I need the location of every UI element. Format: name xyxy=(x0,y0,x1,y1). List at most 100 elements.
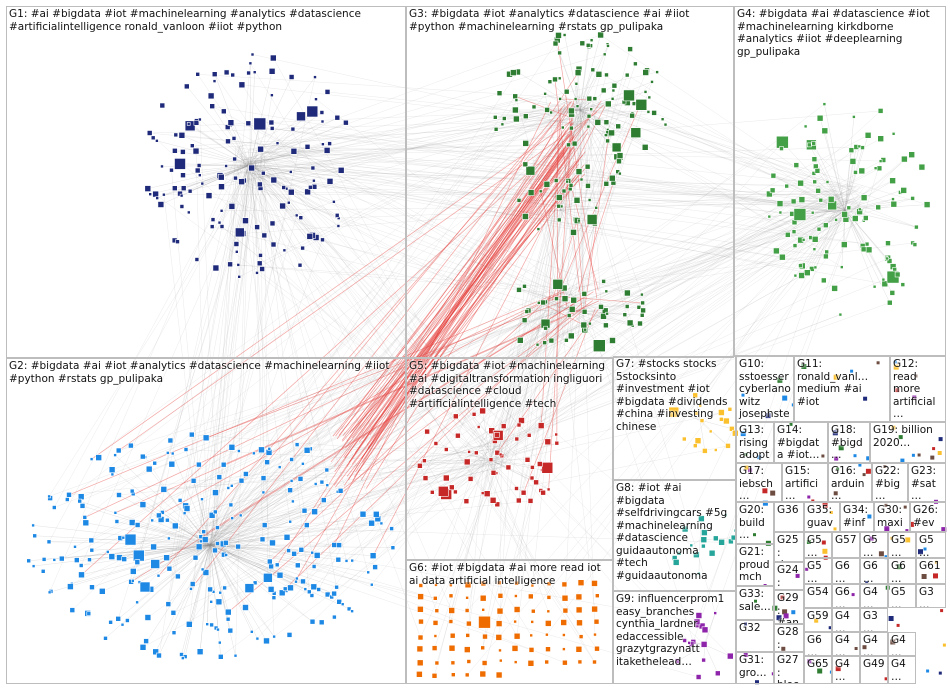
edge xyxy=(844,189,902,211)
edge xyxy=(677,644,706,662)
vertex-g2 xyxy=(310,550,315,555)
edge xyxy=(526,95,579,312)
vertex-g1 xyxy=(159,102,166,109)
group-label-g54: G54 xyxy=(807,586,829,598)
vertex-g1 xyxy=(304,188,311,196)
group-label-g36: G36 xyxy=(777,504,799,516)
group-label-g31: G31: gro… xyxy=(739,654,768,679)
vertex-g1 xyxy=(269,220,276,227)
edge xyxy=(500,305,564,455)
edge xyxy=(231,164,251,207)
vertex-g1 xyxy=(281,185,287,190)
edge xyxy=(564,198,894,300)
edge xyxy=(564,110,591,599)
group-box-small-r2c3: G6… xyxy=(860,558,888,584)
edge xyxy=(196,71,518,551)
group-label-small: G5… xyxy=(807,534,822,558)
vertex-g1 xyxy=(186,122,191,126)
group-box-small-r5c3: G4… xyxy=(860,632,888,656)
vertex-g1 xyxy=(205,192,213,199)
vertex-g1 xyxy=(246,70,251,76)
edge xyxy=(827,181,846,211)
edge xyxy=(562,303,701,406)
group-box-g21: G21: proud mch… xyxy=(736,544,774,586)
edge xyxy=(274,192,844,594)
edge xyxy=(215,158,257,493)
group-box-g19: G19: billion 2020… xyxy=(870,422,946,463)
edge xyxy=(466,187,856,611)
group-label-g65: G65 xyxy=(807,658,829,670)
edge xyxy=(211,151,258,227)
edge xyxy=(260,147,617,157)
edge xyxy=(158,167,239,656)
edge xyxy=(489,430,492,461)
group-label-g34: G34: #info… xyxy=(843,504,869,531)
edge xyxy=(495,109,581,118)
edge xyxy=(251,161,270,453)
edge xyxy=(179,164,251,194)
edge xyxy=(249,164,313,169)
group-label-g29: G29: #ana… xyxy=(777,592,799,624)
edge xyxy=(256,173,633,327)
vertex-g2 xyxy=(150,518,154,523)
edge xyxy=(579,46,590,111)
edge xyxy=(168,538,211,546)
vertex-g1 xyxy=(231,136,237,141)
edge xyxy=(230,124,853,187)
edge xyxy=(600,34,844,200)
edge xyxy=(579,109,633,116)
group-box-g24: G24: harm… xyxy=(774,562,804,590)
vertex-g1 xyxy=(228,203,236,210)
edge xyxy=(253,160,452,611)
edge xyxy=(68,292,560,496)
edge xyxy=(569,309,625,315)
edge xyxy=(419,459,491,467)
edge xyxy=(209,544,313,622)
edge xyxy=(844,180,893,211)
edge xyxy=(260,149,265,236)
vertex-g2 xyxy=(212,547,218,554)
edge xyxy=(261,157,595,663)
edge xyxy=(181,164,251,196)
edge xyxy=(169,544,211,569)
group-box-g3: G3: #bigdata #iot #analytics #datascienc… xyxy=(406,6,734,358)
edge xyxy=(801,204,838,276)
edge xyxy=(309,237,568,302)
vertex-g2 xyxy=(116,492,122,498)
vertex-g1 xyxy=(221,108,227,115)
vertex-g1 xyxy=(180,149,186,155)
vertex-g1 xyxy=(209,103,215,109)
edge xyxy=(504,302,890,443)
edge xyxy=(466,442,507,611)
edge xyxy=(557,98,590,288)
group-box-small-r5c4: G4… xyxy=(888,632,916,656)
group-label-g25: G25: deep… xyxy=(777,534,799,561)
edge xyxy=(469,451,491,461)
edge xyxy=(196,500,531,537)
edge xyxy=(579,109,609,131)
vertex-g1 xyxy=(245,120,252,127)
edge xyxy=(662,118,845,214)
edge xyxy=(483,182,614,441)
vertex-g1 xyxy=(269,54,277,62)
edge xyxy=(191,434,482,458)
edge xyxy=(209,544,258,639)
edge xyxy=(149,132,499,457)
edge xyxy=(302,110,569,249)
vertex-g1 xyxy=(212,264,220,272)
edge xyxy=(234,147,532,636)
edge xyxy=(260,148,264,493)
edge xyxy=(544,309,571,343)
vertex-g1 xyxy=(233,175,238,181)
edge xyxy=(632,113,846,191)
edge xyxy=(782,209,846,258)
vertex-g1 xyxy=(232,156,237,162)
vertex-g2 xyxy=(264,459,270,466)
edge xyxy=(177,185,852,577)
edge xyxy=(558,103,642,294)
edge xyxy=(213,524,565,663)
group-box-small-r1c4: G5… xyxy=(888,532,916,558)
vertex-minor-group xyxy=(942,643,946,647)
edge xyxy=(576,220,584,295)
edge xyxy=(153,546,204,551)
